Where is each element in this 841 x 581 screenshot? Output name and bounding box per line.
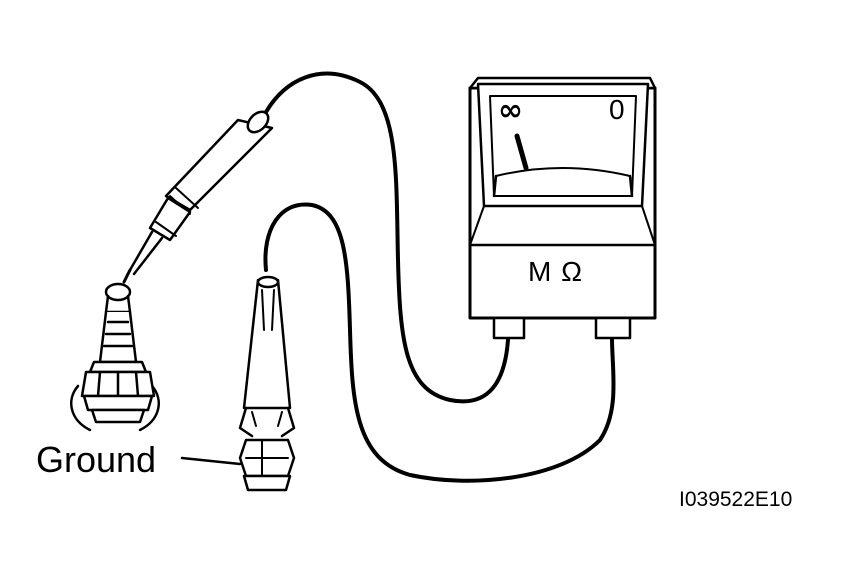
probe-lead-wire [264, 71, 510, 404]
figure-code: I039522E10 [679, 488, 793, 511]
negative-terminal [492, 316, 526, 340]
positive-terminal [594, 316, 632, 340]
megohmmeter [468, 76, 657, 340]
ground-leader-line [180, 456, 242, 466]
alligator-clip [238, 275, 296, 492]
meter-unit-label: M Ω [528, 256, 584, 287]
ground-label: Ground [36, 439, 157, 480]
clip-lead-wire [263, 202, 616, 483]
test-probe [122, 110, 274, 284]
spark-plug [70, 282, 160, 432]
meter-infinity-mark: ∞ [498, 93, 523, 128]
meter-needle [514, 133, 529, 171]
meter-zero-mark: 0 [609, 94, 625, 125]
